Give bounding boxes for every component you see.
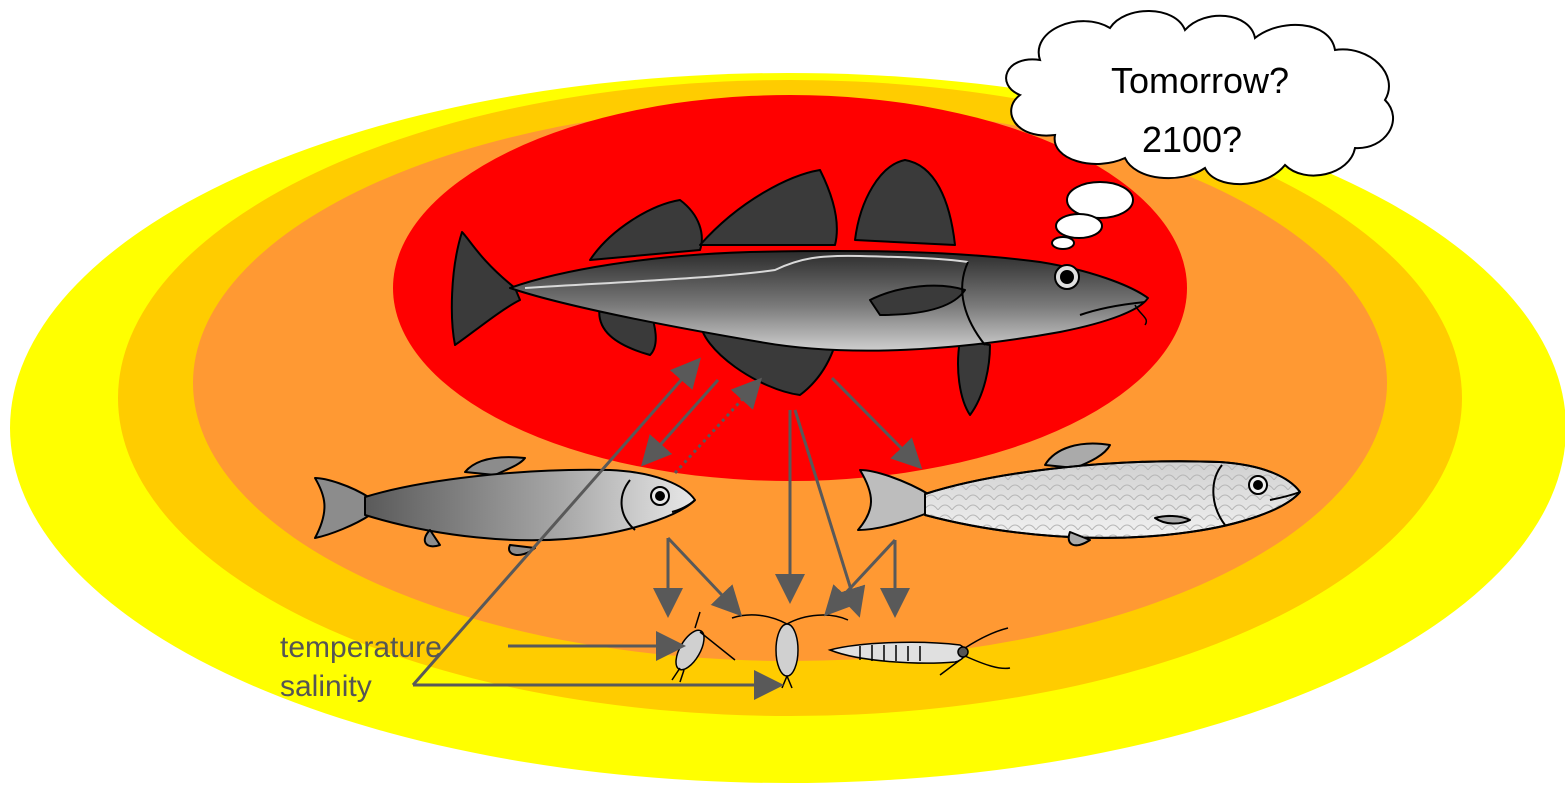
thought-line-1: Tomorrow? <box>1111 60 1289 101</box>
label-temperature: temperature <box>280 631 442 664</box>
label-salinity: salinity <box>280 670 372 703</box>
thought-line-2: 2100? <box>1142 119 1242 160</box>
